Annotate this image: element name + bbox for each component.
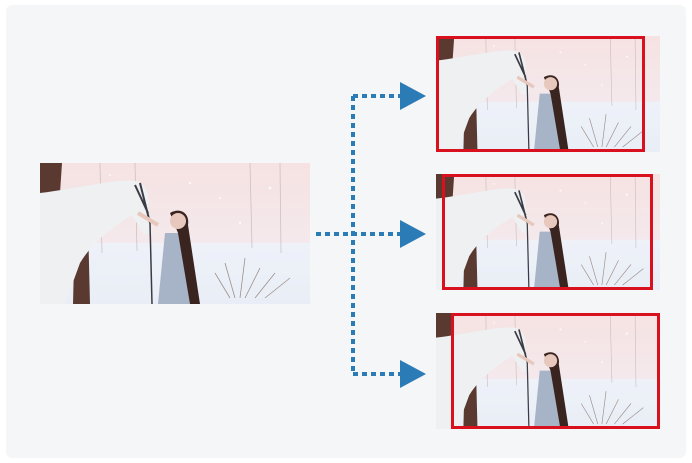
triangle-arrow-right-icon: [400, 82, 426, 110]
triangle-arrow-right-icon: [400, 360, 426, 388]
crop-frame-bottom: [451, 313, 660, 429]
triangle-arrow-right-icon: [400, 220, 426, 248]
crop-frame-middle: [442, 174, 653, 290]
crop-frame-top: [436, 36, 645, 152]
